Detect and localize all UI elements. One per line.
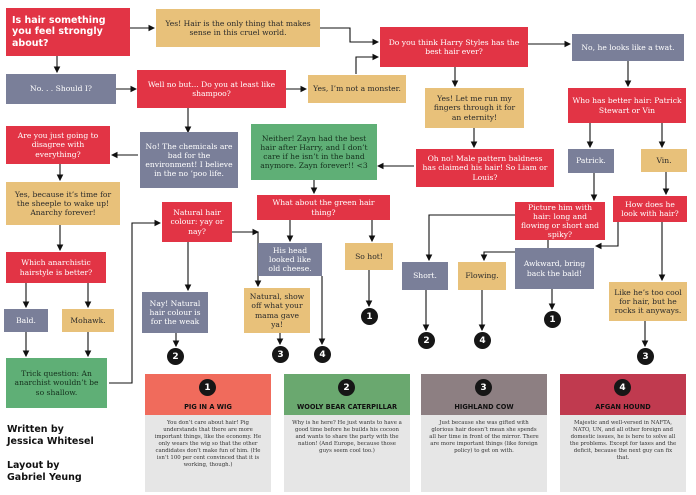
node-neither-zayn: Neither! Zayn had the best hair after Ha… [251,124,377,180]
result-card-cow: 3 HIGHLAND COW Just because she was gift… [421,374,547,492]
layout-label: Layout by [7,460,60,471]
node-yes-fingers: Yes! Let me run my fingers through it fo… [425,88,524,128]
result-card-header: 3 HIGHLAND COW [421,374,547,415]
node-harry: Do you think Harry Styles has the best h… [380,27,528,67]
node-awkward: Awkward, bring back the bald! [515,248,594,289]
result-card-caterpillar: 2 WOOLY BEAR CATERPILLAR Why is he here?… [284,374,410,492]
result-number: 1 [199,379,216,396]
writer-label: Written by [7,424,64,435]
node-too-cool: Like he’s too cool for hair, but he rock… [609,282,687,321]
node-yes-hair: Yes! Hair is the only thing that makes s… [156,9,320,47]
result-description: You don’t care about hair! Pig understan… [154,420,262,469]
result-title: HIGHLAND COW [454,403,514,411]
result-number: 3 [475,379,492,396]
node-no-should: No. . . Should I? [6,74,116,104]
outcome-marker: 2 [167,348,184,365]
result-description: Why is he here? He just wants to have a … [292,420,402,455]
node-natural-show: Natural, show off what your mama gave ya… [244,288,310,333]
result-card-header: 2 WOOLY BEAR CATERPILLAR [284,374,410,415]
node-no-twat: No, he looks like a twat. [572,34,684,61]
outcome-marker: 4 [474,332,491,349]
node-not-monster: Yes, I’m not a monster. [308,75,406,103]
result-description: Just because she was gifted with gloriou… [429,420,539,455]
node-nay: Nay! Natural hair colour is for the weak [142,292,208,333]
node-patrick: Patrick. [568,149,614,173]
outcome-marker: 1 [361,308,378,325]
node-chemicals: No! The chemicals are bad for the enviro… [140,132,238,188]
outcome-marker: 3 [637,348,654,365]
result-card-header: 4 AFGAN HOUND [560,374,686,415]
result-number: 2 [338,379,355,396]
node-old-cheese: His head looked like old cheese. [258,243,322,276]
layout-credit: Layout by Gabriel Yeung [7,460,82,484]
node-pattern-baldness: Oh no! Male pattern baldness has claimed… [416,149,554,187]
result-title: AFGAN HOUND [595,403,651,411]
node-how-look: How does he look with hair? [613,196,687,222]
node-well-no: Well no but... Do you at least like sham… [137,70,286,108]
result-card-header: 1 PIG IN A WIG [145,374,271,415]
outcome-marker: 4 [314,346,331,363]
layout-name: Gabriel Yeung [7,471,82,483]
result-title: WOOLY BEAR CATERPILLAR [296,403,398,411]
outcome-marker: 2 [418,332,435,349]
node-natural-colour: Natural hair colour: yay or nay? [162,202,232,242]
node-better-hair: Who has better hair: Patrick Stewart or … [568,88,686,123]
writer-name: Jessica Whitesel [7,435,94,447]
node-vin: Vin. [641,149,687,172]
node-so-hot: So hot! [345,243,393,270]
start-question: Is hair something you feel strongly abou… [6,8,130,56]
result-title: PIG IN A WIG [184,403,232,411]
writer-credit: Written by Jessica Whitesel [7,424,94,448]
node-picture-hair: Picture him with hair: long and flowing … [515,202,605,240]
result-card-pig: 1 PIG IN A WIG You don’t care about hair… [145,374,271,492]
result-card-hound: 4 AFGAN HOUND Majestic and well-versed i… [560,374,686,492]
node-short: Short. [402,262,448,290]
node-sheeple: Yes, because it’s time for the sheeple t… [6,182,120,225]
node-disagree: Are you just going to disagree with ever… [6,126,110,164]
node-flowing: Flowing. [458,262,506,290]
node-mohawk: Mohawk. [62,309,114,332]
node-trick-question: Trick question: An anarchist wouldn’t be… [6,358,107,408]
outcome-marker: 1 [544,311,561,328]
node-bald: Bald. [4,309,48,332]
node-green-hair: What about the green hair thing? [257,195,390,220]
result-number: 4 [614,379,631,396]
node-anarchist-style: Which anarchistic hairstyle is better? [6,252,106,283]
outcome-marker: 3 [272,346,289,363]
result-description: Majestic and well-versed in NAFTA, NATO,… [569,420,677,462]
